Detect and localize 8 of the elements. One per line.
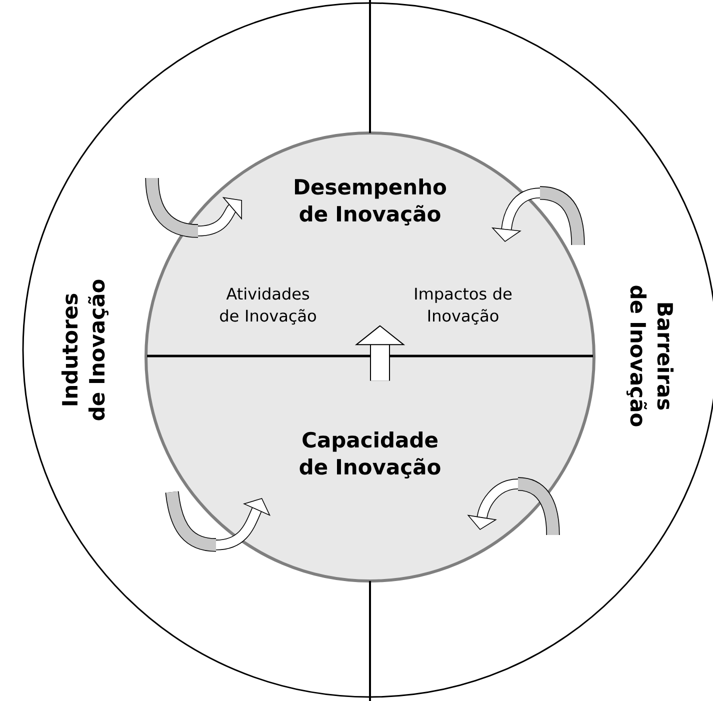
heading-text: Indutores de Inovação bbox=[61, 280, 109, 420]
heading-text: Barreiras de Inovação bbox=[626, 286, 674, 426]
label-text: Impactos de Inovação bbox=[415, 287, 512, 325]
lower-half-panel bbox=[144, 356, 596, 582]
heading-text: Capacidade de Inovação bbox=[300, 431, 440, 479]
label-text: Atividades de Inovação bbox=[220, 287, 316, 325]
heading-text: Desempenho de Inovação bbox=[294, 178, 446, 226]
upper-half-panel bbox=[144, 132, 596, 358]
